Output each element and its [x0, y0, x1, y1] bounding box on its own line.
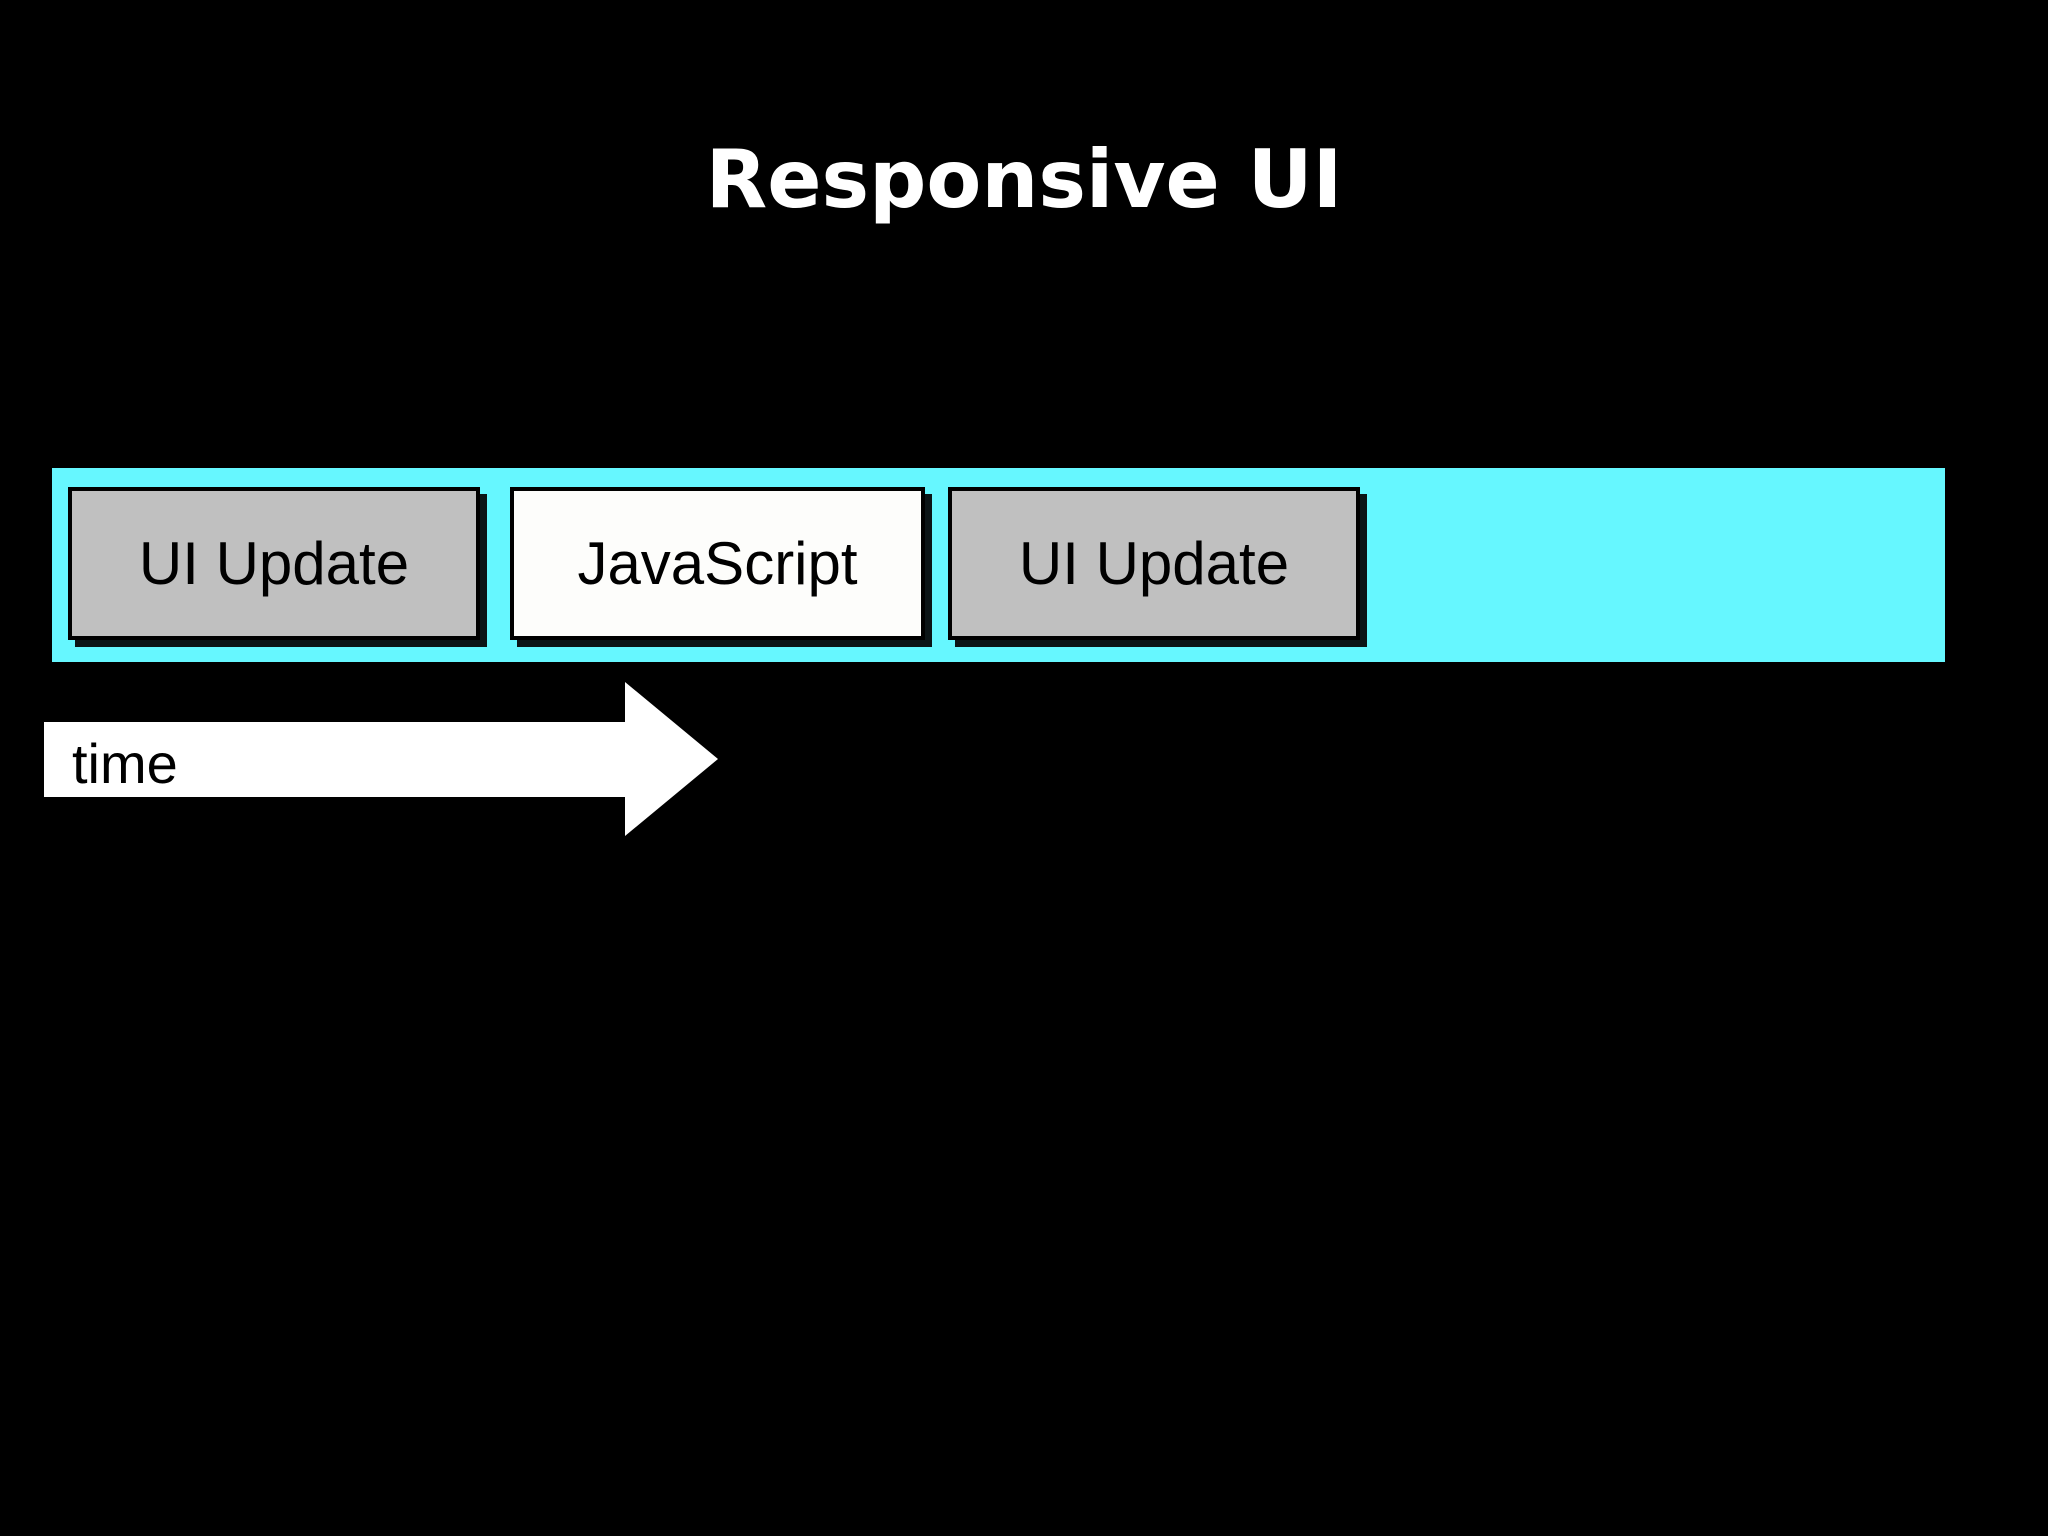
- timeline-block-label: JavaScript: [577, 529, 858, 597]
- timeline-block-ui-update-1[interactable]: UI Update: [68, 487, 480, 640]
- right-arrow-icon: [44, 682, 718, 836]
- timeline-block-ui-update-2[interactable]: UI Update: [948, 487, 1360, 640]
- time-axis-arrow: time: [44, 680, 720, 838]
- timeline-block-label: UI Update: [1018, 529, 1290, 597]
- page-title: Responsive UI: [705, 133, 1343, 226]
- timeline-block-javascript[interactable]: JavaScript: [510, 487, 925, 640]
- timeline-track: UI Update JavaScript UI Update: [52, 468, 1945, 662]
- time-axis-label: time: [72, 732, 178, 795]
- timeline-block-label: UI Update: [138, 529, 410, 597]
